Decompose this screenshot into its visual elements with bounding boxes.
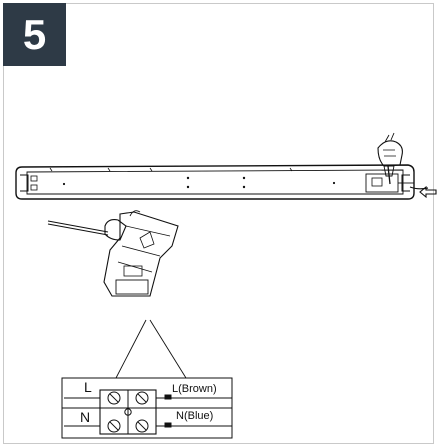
arrow-left-icon xyxy=(419,185,437,199)
terminal-label-l: L xyxy=(84,379,92,395)
wire-label-brown: L(Brown) xyxy=(172,383,217,395)
terminal-block xyxy=(61,377,233,439)
screwdriver-icon xyxy=(383,165,395,185)
light-fixture xyxy=(15,164,415,200)
hand-icon xyxy=(377,132,403,167)
terminal-label-n: N xyxy=(80,409,90,425)
leader-lines xyxy=(115,319,187,379)
junction-detail xyxy=(47,210,179,297)
wire-label-blue: N(Blue) xyxy=(176,410,213,422)
step-number-badge: 5 xyxy=(3,3,66,66)
